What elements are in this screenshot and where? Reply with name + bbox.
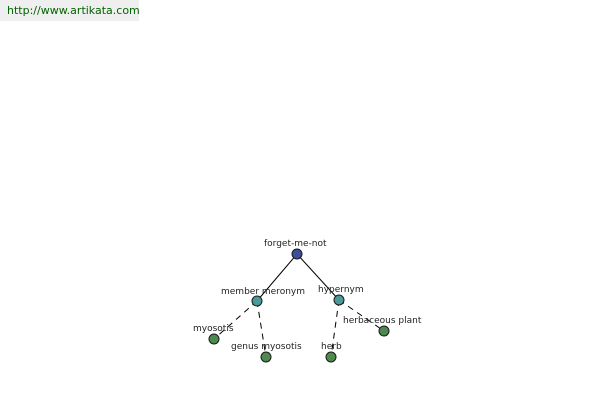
label-herbaceous-plant[interactable]: herbaceous plant bbox=[343, 316, 422, 326]
label-genus-myosotis[interactable]: genus myosotis bbox=[231, 342, 302, 352]
node-genus-myosotis[interactable] bbox=[260, 351, 272, 363]
edge-hypernym-herb bbox=[330, 299, 340, 358]
edge-member-meronym-myosotis bbox=[213, 300, 258, 340]
site-url-link[interactable]: http://www.artikata.com bbox=[7, 4, 140, 17]
label-herb[interactable]: herb bbox=[321, 342, 342, 352]
node-myosotis[interactable] bbox=[208, 333, 220, 345]
node-hypernym[interactable] bbox=[333, 294, 345, 306]
edge-member-meronym-genus-myosotis bbox=[256, 300, 267, 358]
edge-hypernym-herbaceous-plant bbox=[338, 299, 385, 332]
edge-root-hypernym bbox=[296, 253, 340, 301]
url-bar: http://www.artikata.com bbox=[0, 0, 140, 21]
label-myosotis[interactable]: myosotis bbox=[193, 324, 234, 334]
node-herbaceous-plant[interactable] bbox=[378, 325, 390, 337]
label-forget-me-not[interactable]: forget-me-not bbox=[264, 239, 327, 249]
label-member-meronym[interactable]: member meronym bbox=[221, 287, 305, 297]
node-herb[interactable] bbox=[325, 351, 337, 363]
label-hypernym[interactable]: hypernym bbox=[318, 285, 364, 295]
edge-root-member-meronym bbox=[256, 253, 298, 302]
node-member-meronym[interactable] bbox=[251, 295, 263, 307]
node-forget-me-not[interactable] bbox=[291, 248, 303, 260]
